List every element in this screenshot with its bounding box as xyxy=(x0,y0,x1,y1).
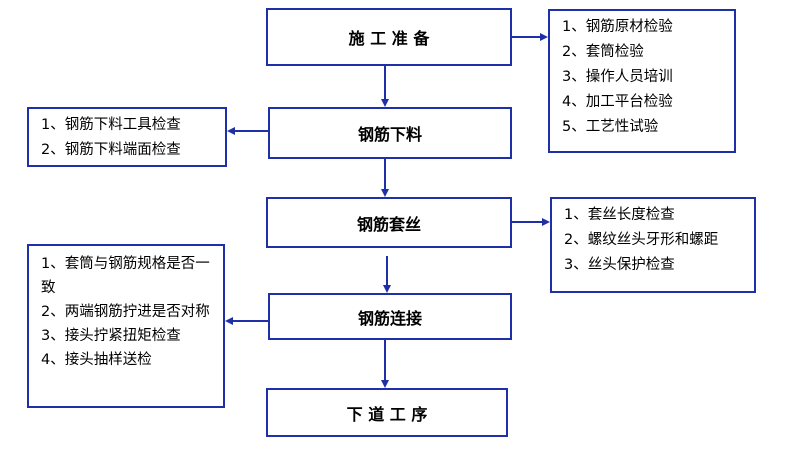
step-cutting-label: 钢筋下料 xyxy=(357,125,422,144)
connection-checks-box: 1、套筒与钢筋规格是否一致 2、两端钢筋拧进是否对称 3、接头拧紧扭矩检查 4、… xyxy=(27,244,225,408)
connection-check-item: 2、两端钢筋拧进是否对称 xyxy=(41,304,210,320)
step-prepare-label: 施 工 准 备 xyxy=(348,29,430,48)
prepare-check-item: 5、工艺性试验 xyxy=(562,119,659,135)
connection-check-item: 1、套筒与钢筋规格是否一致 xyxy=(41,256,210,296)
cutting-checks-box: 1、钢筋下料工具检查 2、钢筋下料端面检查 xyxy=(27,107,227,167)
step-next-label: 下 道 工 序 xyxy=(346,404,428,424)
threading-check-item: 3、丝头保护检查 xyxy=(564,257,675,273)
connection-check-item: 3、接头拧紧扭矩检查 xyxy=(41,328,181,344)
threading-check-item: 2、螺纹丝头牙形和螺距 xyxy=(564,232,719,248)
step-threading-label: 钢筋套丝 xyxy=(356,214,421,234)
step-next-box: 下 道 工 序 xyxy=(266,388,508,437)
prepare-check-item: 2、套筒检验 xyxy=(562,44,644,60)
cutting-check-item: 1、钢筋下料工具检查 xyxy=(41,117,181,133)
cutting-check-item: 2、钢筋下料端面检查 xyxy=(41,142,181,158)
connection-check-item: 4、接头抽样送检 xyxy=(41,352,152,368)
prepare-check-item: 3、操作人员培训 xyxy=(562,69,673,85)
prepare-checks-box: 1、钢筋原材检验 2、套筒检验 3、操作人员培训 4、加工平台检验 5、工艺性试… xyxy=(548,9,736,153)
step-prepare-box: 施 工 准 备 xyxy=(266,8,512,66)
step-connection-box: 钢筋连接 xyxy=(268,293,512,340)
threading-checks-box: 1、套丝长度检查 2、螺纹丝头牙形和螺距 3、丝头保护检查 xyxy=(550,197,756,293)
step-cutting-box: 钢筋下料 xyxy=(268,107,512,159)
step-threading-box: 钢筋套丝 xyxy=(266,197,512,248)
threading-check-item: 1、套丝长度检查 xyxy=(564,207,675,223)
prepare-check-item: 1、钢筋原材检验 xyxy=(562,19,673,35)
prepare-check-item: 4、加工平台检验 xyxy=(562,94,673,110)
step-connection-label: 钢筋连接 xyxy=(357,308,422,328)
